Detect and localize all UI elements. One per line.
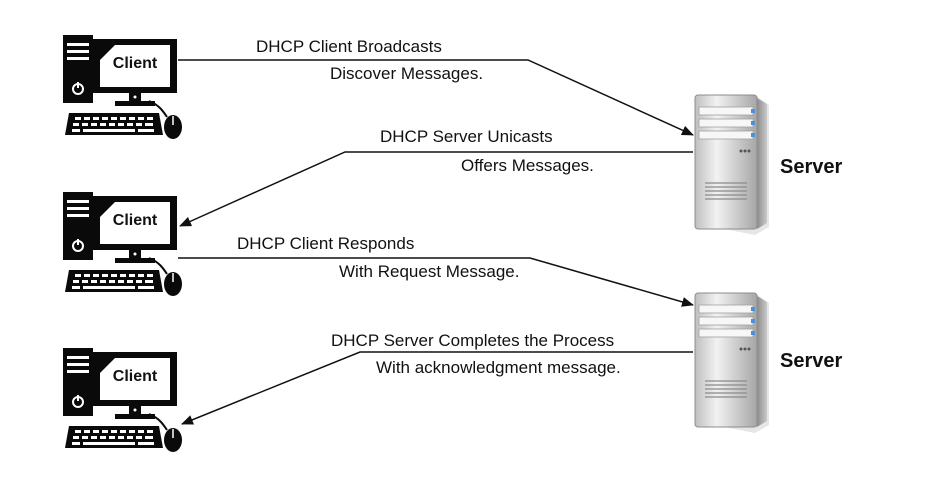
- arrow-request: [178, 257, 694, 307]
- acknowledgment-message-line1: DHCP Server Completes the Process: [331, 331, 615, 350]
- client-1: Client: [62, 34, 183, 140]
- server-icon: [694, 94, 770, 236]
- arrow-discover: [178, 59, 694, 136]
- acknowledgment-message-line2: With acknowledgment message.: [376, 358, 621, 377]
- arrow-acknowledgment: [181, 351, 693, 425]
- client-label: Client: [113, 212, 158, 229]
- server-icon: [694, 292, 770, 434]
- desktop-computer-icon: [62, 34, 183, 140]
- desktop-computer-icon: [62, 191, 183, 297]
- arrow-offer: [179, 151, 693, 227]
- server-label: Server: [780, 156, 843, 178]
- client-label: Client: [113, 55, 158, 72]
- client-3: Client: [62, 347, 183, 453]
- offer-message-line1: DHCP Server Unicasts: [380, 127, 553, 146]
- discover-message-line1: DHCP Client Broadcasts: [256, 37, 442, 56]
- discover-message-line2: Discover Messages.: [330, 64, 484, 83]
- server-2: [694, 292, 770, 434]
- request-message-line1: DHCP Client Responds: [237, 234, 415, 253]
- offer-message-line2: Offers Messages.: [461, 156, 594, 175]
- desktop-computer-icon: [62, 347, 183, 453]
- server-label: Server: [780, 350, 843, 372]
- request-message-line2: With Request Message.: [339, 262, 520, 281]
- client-2: Client: [62, 191, 183, 297]
- client-label: Client: [113, 368, 158, 385]
- server-1: [694, 94, 770, 236]
